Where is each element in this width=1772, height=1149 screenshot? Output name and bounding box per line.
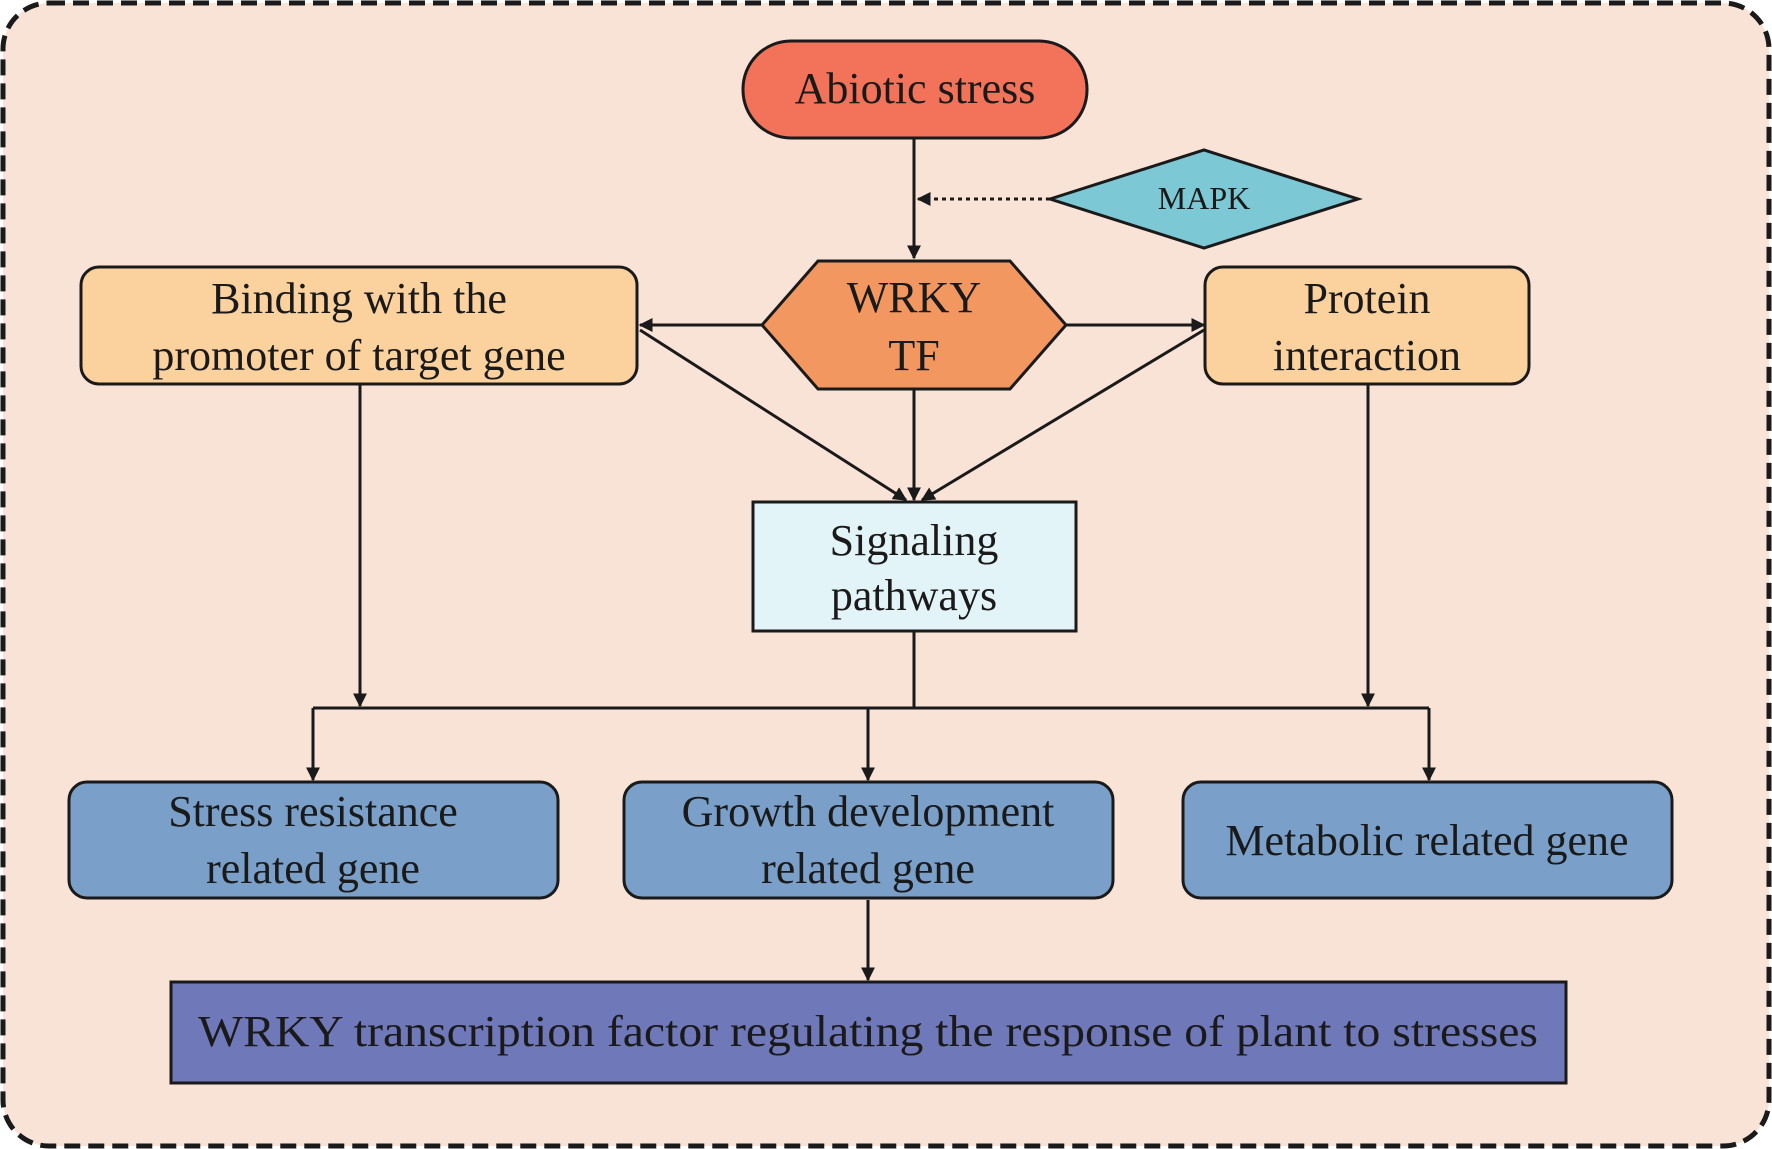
protein-interaction-label-line-2: interaction xyxy=(1273,331,1461,380)
wrky-response-node: WRKY transcription factor regulating the… xyxy=(169,980,1568,1085)
mapk-label: MAPK xyxy=(1158,180,1250,216)
binding-promoter-label-line-2: promoter of target gene xyxy=(152,331,565,380)
wrky-tf-node: WRKY TF xyxy=(760,259,1068,391)
binding-promoter-label-line-1: Binding with the xyxy=(211,274,507,323)
stress-resistance-label-line-2: related gene xyxy=(206,844,420,893)
wrky-tf-label-line-1: WRKY xyxy=(847,273,981,322)
wrky-tf-label-line-2: TF xyxy=(888,331,939,380)
mapk-node: MAPK xyxy=(1045,148,1363,250)
metabolic-gene-node: Metabolic related gene xyxy=(1181,780,1674,900)
metabolic-gene-label: Metabolic related gene xyxy=(1225,816,1628,865)
protein-interaction-node: Protein interaction xyxy=(1203,265,1531,386)
wrky-response-label: WRKY transcription factor regulating the… xyxy=(198,1007,1538,1056)
arrow-binding-to-signaling xyxy=(639,328,908,502)
stress-resistance-gene-node: Stress resistance related gene xyxy=(67,780,560,900)
growth-development-label-line-1: Growth development xyxy=(682,787,1055,836)
protein-interaction-label-line-1: Protein xyxy=(1303,274,1430,323)
signaling-pathways-node: Signaling pathways xyxy=(751,500,1078,633)
growth-development-label-line-2: related gene xyxy=(761,844,975,893)
binding-promoter-node: Binding with the promoter of target gene xyxy=(79,265,639,386)
signaling-pathways-label-line-1: Signaling xyxy=(830,516,999,565)
signaling-pathways-label-line-2: pathways xyxy=(831,571,997,620)
connectors xyxy=(306,138,1436,982)
arrow-protein-to-signaling xyxy=(920,328,1205,502)
growth-development-gene-node: Growth development related gene xyxy=(622,780,1115,900)
abiotic-stress-node: Abiotic stress xyxy=(741,39,1089,140)
abiotic-stress-label: Abiotic stress xyxy=(795,64,1036,113)
stress-resistance-label-line-1: Stress resistance xyxy=(168,787,458,836)
